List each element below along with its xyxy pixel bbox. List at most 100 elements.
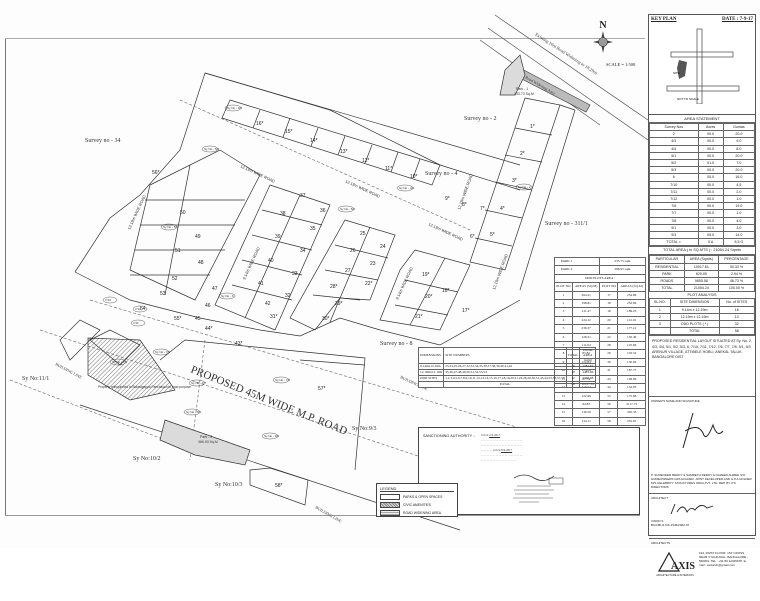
label-sy-10-2: Sy No:10/2 [133,456,161,462]
layout-drawing-sheet: Survey no - 34 Survey no - 2 Survey no -… [5,14,756,578]
svg-text:2*: 2* [520,151,525,157]
svg-text:7/10: 7/10 [105,298,111,302]
svg-text:Sy No - 7/7: Sy No - 7/7 [191,381,206,385]
project-description: PROPOSED RESIDENTIAL LAYOUT SITUATED AT … [649,335,755,396]
svg-text:52: 52 [172,276,178,282]
svg-text:58*: 58* [275,483,283,489]
sanction-label: SANCTIONING AUTHORITY :- [423,434,476,438]
svg-text:56*: 56* [152,170,160,176]
svg-text:28*: 28* [330,284,338,290]
svg-text:9.14m WIDE ROAD: 9.14m WIDE ROAD [241,246,261,280]
svg-text:33: 33 [292,271,298,277]
legend-item-civic: CIVIC AMENITIES [380,502,454,508]
svg-text:12.19m WIDE ROAD: 12.19m WIDE ROAD [428,221,464,241]
svg-text:19*: 19* [422,272,430,278]
axis-logo: AXIS ARCHITECTURE & INTERIORS [655,551,695,577]
svg-text:16*: 16* [256,121,264,127]
svg-text:12.19m WIDE ROAD: 12.19m WIDE ROAD [345,178,381,198]
svg-text:29*: 29* [335,301,343,307]
svg-text:7/12: 7/12 [135,307,141,311]
svg-text:Park - 2: Park - 2 [200,435,212,439]
svg-text:Sy No - 9/1: Sy No - 9/1 [186,410,201,414]
svg-text:38: 38 [280,211,286,217]
svg-text:6*: 6* [470,234,475,240]
svg-text:14*: 14* [310,138,318,144]
svg-text:35: 35 [310,226,316,232]
svg-text:53: 53 [160,291,166,297]
svg-text:31*: 31* [270,314,278,320]
north-arrow-icon: N [592,20,614,76]
svg-text:49: 49 [195,234,201,240]
svg-text:45: 45 [195,316,201,322]
label-existing-road: Existing 10m Road Widening to 18.29m [534,32,598,76]
svg-text:12.19m WIDE ROAD: 12.19m WIDE ROAD [491,253,509,290]
svg-text:21*: 21* [415,314,423,320]
svg-text:AXIS: AXIS [671,561,695,572]
svg-text:46: 46 [205,303,211,309]
svg-text:11*: 11* [385,166,392,172]
key-plan-header: KEY PLAN DATE : 7-9-17 [651,17,753,22]
svg-text:Sy No - 5/2: Sy No - 5/2 [163,225,178,229]
svg-text:27: 27 [345,268,351,274]
svg-text:13*: 13* [340,149,348,155]
svg-text:9*: 9* [445,196,450,202]
svg-text:Sy No - 4/3: Sy No - 4/3 [227,106,242,110]
svg-text:22*: 22* [365,281,373,287]
svg-text:55*: 55* [174,316,182,322]
legend-item-parks: PARKS & OPEN SPACES [380,494,454,500]
sanction-signature-stamp [513,474,564,503]
svg-text:Sy No - 2: Sy No - 2 [518,185,531,189]
site-plan-drawing: Survey no - 34 Survey no - 2 Survey no -… [9,14,649,531]
svg-text:Sy No - 4/4: Sy No - 4/4 [399,186,414,190]
sheet-border-top [5,38,645,39]
key-plan-map: SITE NOT TO SCALE [649,24,755,115]
svg-text:15*: 15* [285,129,293,135]
svg-text:Sy No - 7/9: Sy No - 7/9 [112,360,127,364]
svg-text:3*: 3* [512,178,517,184]
label-building-line-bottom: BUILDING LINE [315,505,343,524]
svg-text:7/11: 7/11 [133,321,139,325]
architect-signature [670,504,714,515]
svg-text:Sy No - 6: Sy No - 6 [221,294,234,298]
label-sy-9-3: Sy No:9/3 [352,426,377,432]
svg-text:Sy No - 5/3: Sy No - 5/3 [204,147,219,151]
svg-text:34: 34 [300,248,306,254]
legend-item-road-widening: ROAD WIDENING AREA [380,510,454,516]
svg-text:39: 39 [275,234,281,240]
svg-text:17*: 17* [462,308,470,314]
svg-text:9.14m WIDE ROAD: 9.14m WIDE ROAD [394,266,414,300]
svg-text:54: 54 [140,306,146,312]
svg-text:30*: 30* [322,316,330,322]
svg-text:18*: 18* [442,288,450,294]
svg-text:Sy No - 7/6: Sy No - 7/6 [155,350,170,354]
sanction-text: ದಿನಾಂಕ 2-9-2017 . . . . . . . . . . . . … [481,433,523,462]
svg-text:Property relinquished to Bidar: Property relinquished to Bidaragappa Pan… [98,385,191,389]
label-sy-10-3: Sy No:10/3 [215,482,243,488]
svg-text:43*: 43* [235,341,243,347]
svg-text:Park - 1: Park - 1 [516,87,528,91]
label-survey-4: Survey no - 4 [425,171,458,177]
label-survey-311-1: Survey no - 311/1 [545,221,588,227]
svg-text:24: 24 [380,244,386,250]
svg-text:7*: 7* [480,206,485,212]
svg-text:51: 51 [175,248,181,254]
svg-text:1*: 1* [530,124,535,130]
svg-text:Sy No - 7/8: Sy No - 7/8 [275,378,290,382]
